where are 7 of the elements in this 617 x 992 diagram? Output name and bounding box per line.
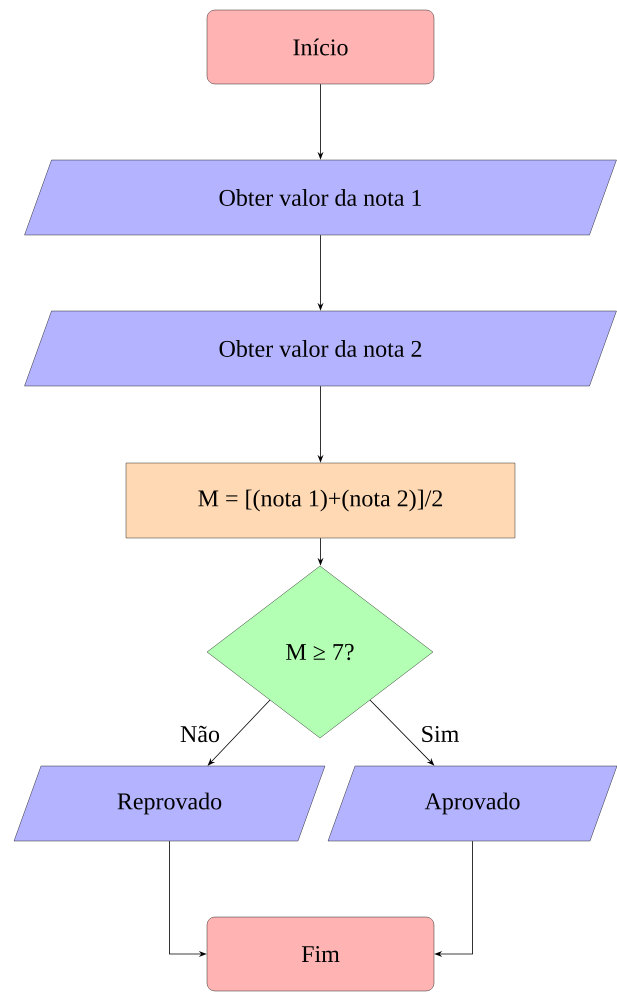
terminal-box: Início — [206, 10, 434, 84]
input-output-parallelogram: Obter valor da nota 1 — [24, 160, 617, 236]
process-box: M = [(nota 1)+(nota 2)]/2 — [126, 462, 516, 538]
terminal-box: Fim — [206, 916, 434, 992]
input-output-parallelogram: Obter valor da nota 2 — [24, 310, 617, 386]
input-output-parallelogram: Reprovado — [14, 766, 326, 842]
input-output-parallelogram: Aprovado — [328, 766, 617, 842]
